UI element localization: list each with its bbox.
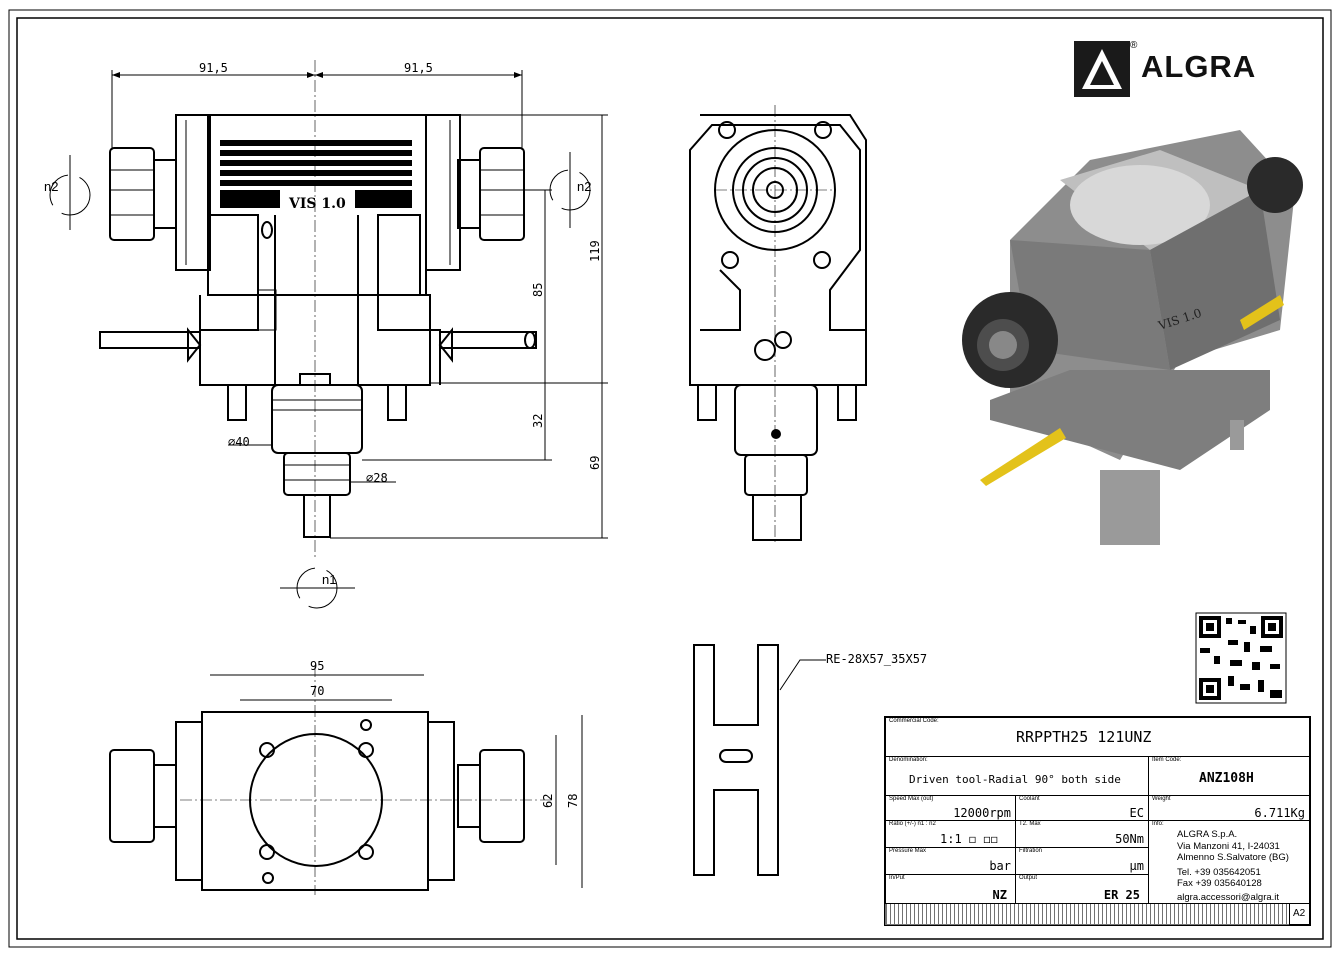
item-code-value: ANZ108H (1199, 771, 1254, 786)
sheet-size-value: A2 (1293, 908, 1306, 919)
rotation-n2-right: n2 (577, 179, 591, 194)
tool-spec-label: RE-28X57_35X57 (826, 652, 927, 666)
filtration-cell: Filtration μm (1015, 847, 1149, 875)
company-line-4: Tel. +39 035642051 (1177, 867, 1261, 878)
sheet-size-cell: A2 (1289, 903, 1310, 925)
dim-78: 78 (566, 794, 580, 808)
dim-91-5-left: 91,5 (199, 61, 228, 75)
item-code-label: Item Code: (1152, 757, 1182, 763)
collet-detail: RE-28X57_35X57 (693, 644, 927, 876)
outer-border (8, 9, 1332, 948)
weight-value: 6.711Kg (1254, 806, 1305, 820)
speed-cell: Speed Max (out) 12000rpm (885, 795, 1016, 821)
top-view: 95 70 62 78 (109, 659, 583, 895)
dim-dia-40: ∅40 (228, 435, 250, 449)
pressure-label: Pressure Max (889, 848, 927, 854)
dim-119: 119 (588, 240, 602, 262)
commercial-code-cell: Commercial Code: RRPPTH25 121UNZ (885, 717, 1310, 757)
front-view: 91,5 91,5 VIS 1.0 (44, 60, 608, 609)
company-line-3: Almenno S.Salvatore (BG) (1177, 852, 1289, 863)
dim-70: 70 (310, 684, 324, 698)
torque-cell: T2. Max 50Nm (1015, 820, 1149, 848)
dim-95: 95 (310, 659, 324, 673)
pressure-cell: Pressure Max bar (885, 847, 1016, 875)
output-label: Output (1019, 875, 1038, 881)
coolant-cell: Coolant EC (1015, 795, 1149, 821)
dim-85: 85 (531, 283, 545, 297)
dim-69: 69 (588, 456, 602, 470)
company-line-5: Fax +39 035640128 (1177, 878, 1262, 889)
input-value: NZ (992, 888, 1007, 902)
output-cell: Output ER 25 (1015, 874, 1149, 904)
dim-62: 62 (541, 794, 555, 808)
ratio-value: 1:1 ◻ ◻◻ (940, 832, 998, 846)
filtration-label: Filtration (1019, 848, 1043, 854)
weight-cell: Weight 6.711Kg (1148, 795, 1310, 821)
rotation-n2-left: n2 (44, 179, 58, 194)
info-cell: Info: ALGRA S.p.A. Via Manzoni 41, I-240… (1148, 820, 1310, 904)
company-line-1: ALGRA S.p.A. (1177, 829, 1238, 840)
rotation-n1: n1 (322, 572, 336, 587)
commercial-code-label: Commercial Code: (889, 718, 939, 724)
brand-registered-mark: ® (1130, 40, 1138, 51)
input-cell: In/Put NZ (885, 874, 1016, 904)
pressure-value: bar (989, 859, 1011, 873)
ratio-label: Ratio (+/-) n1 : n2 (889, 821, 936, 827)
torque-label: T2. Max (1019, 821, 1041, 827)
input-label: In/Put (889, 875, 905, 881)
denomination-value: Driven tool-Radial 90° both side (909, 773, 1121, 786)
coolant-label: Coolant (1019, 796, 1040, 802)
legal-notice-strip (885, 903, 1290, 925)
dim-91-5-right: 91,5 (404, 61, 433, 75)
output-value: ER 25 (1103, 888, 1140, 902)
dim-32: 32 (531, 414, 545, 428)
commercial-code-value: RRPPTH25 121UNZ (1016, 728, 1152, 746)
coolant-value: EC (1129, 806, 1144, 820)
speed-value: 12000rpm (953, 806, 1011, 820)
company-email: algra.accessori@algra.it (1177, 892, 1280, 903)
qr-code (1195, 612, 1287, 704)
info-label: Info: (1152, 821, 1164, 827)
weight-label: Weight (1152, 796, 1171, 802)
filtration-value: μm (1129, 859, 1144, 873)
side-view (689, 105, 867, 545)
denomination-cell: Denomination: Driven tool-Radial 90° bot… (885, 756, 1149, 796)
dim-dia-28: ∅28 (366, 471, 388, 485)
isometric-render: VIS 1.0 (962, 130, 1303, 545)
housing-marking: VIS 1.0 (288, 196, 346, 212)
inner-border (16, 17, 1324, 940)
denomination-label: Denomination: (889, 757, 928, 763)
brand-name: ALGRA (1141, 49, 1257, 84)
ratio-cell: Ratio (+/-) n1 : n2 1:1 ◻ ◻◻ (885, 820, 1016, 848)
brand-triangle-icon (1074, 41, 1130, 97)
item-code-cell: Item Code: ANZ108H (1148, 756, 1310, 796)
company-line-2: Via Manzoni 41, I-24031 (1177, 841, 1280, 852)
brand-logo (1074, 41, 1294, 97)
speed-label: Speed Max (out) (889, 796, 934, 802)
title-block: Commercial Code: RRPPTH25 121UNZ Denomin… (884, 716, 1311, 926)
torque-value: 50Nm (1115, 832, 1144, 846)
